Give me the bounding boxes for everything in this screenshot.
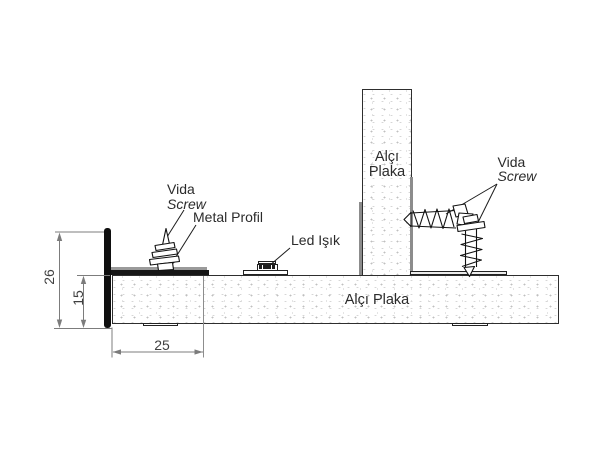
label-board-vertical: Alçı Plaka: [362, 150, 412, 180]
label-board-vertical-line1: Alçı: [374, 149, 400, 165]
edge-profile-bar: [104, 228, 111, 328]
screw-icon-vertical: [456, 213, 486, 278]
led-chip-icon: [258, 265, 263, 269]
led-chip-icon: [267, 265, 271, 269]
label-led: Led Işık: [291, 231, 341, 248]
dimension-25-lines: [111, 276, 204, 358]
joint-plate-right: [452, 322, 488, 327]
label-screw-left: Vida Screw: [167, 182, 206, 211]
label-metal-profile: Metal Profil: [193, 208, 264, 225]
label-screw-right-line2: Screw: [497, 168, 537, 184]
joint-plate-left: [143, 322, 178, 327]
led-chip-icon: [271, 265, 276, 269]
label-board-vertical-line2: Plaka: [368, 164, 406, 180]
dimension-15-lines: [77, 275, 110, 328]
label-screw-right-line1: Vida: [497, 153, 526, 170]
label-screw-left-line1: Vida: [167, 181, 195, 197]
led-strip-cap: [258, 261, 276, 265]
label-board-horizontal: Alçı Plaka: [344, 291, 410, 308]
dimension-26-lines: [54, 231, 112, 329]
dimension-15-text: 15: [69, 289, 86, 306]
led-strip-module: [256, 263, 278, 271]
dimension-25-text: 25: [154, 336, 170, 353]
led-chip-icon: [263, 265, 267, 269]
leader-lines: [166, 183, 498, 267]
label-screw-left-line2: Screw: [167, 195, 206, 212]
screw-icon-left: [148, 227, 181, 272]
gypsum-board-horizontal: [112, 275, 559, 324]
dimension-26-text: 26: [41, 268, 57, 285]
angle-profile-horizontal-leg: [409, 271, 507, 275]
metal-profile-body: [111, 270, 209, 275]
stud-profile-left: [359, 202, 363, 275]
label-screw-right: Vida Screw: [497, 153, 537, 184]
